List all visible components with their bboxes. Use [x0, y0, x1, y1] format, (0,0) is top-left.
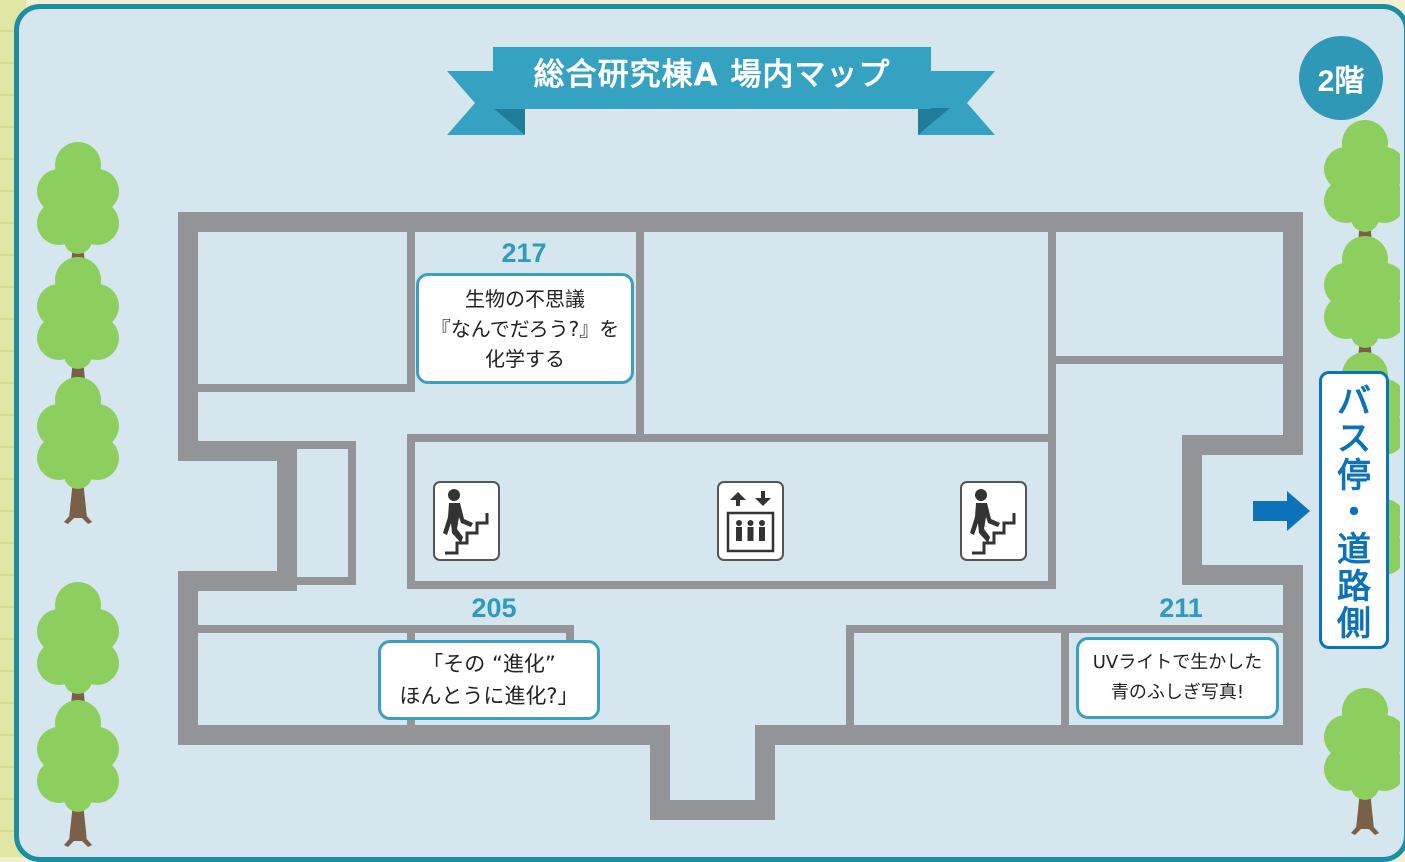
tree-left-5	[37, 700, 119, 847]
room-card-line: 生物の不思議	[465, 286, 585, 311]
map-title: 総合研究棟A 場内マップ	[533, 57, 891, 93]
room-card-211[interactable]: UVライトで生かした 青のふしぎ写真!	[1076, 637, 1279, 719]
room-number-217: 217	[501, 238, 547, 268]
side-label-char: 側	[1337, 603, 1371, 644]
side-label-char: ・	[1337, 492, 1371, 533]
floor-plan	[37, 120, 1400, 847]
room-card-line: 青のふしぎ写真!	[1110, 682, 1245, 703]
side-label-char: 道	[1337, 529, 1371, 570]
tree-left-3	[37, 377, 119, 524]
elevator-icon	[717, 481, 784, 561]
side-label-char: ス	[1337, 418, 1371, 459]
room-number-211: 211	[1159, 593, 1203, 623]
direction-arrow	[1253, 491, 1310, 531]
outer-walls	[178, 212, 1303, 820]
stairs-icon	[433, 481, 500, 561]
tree-right-5	[1324, 688, 1400, 835]
room-card-line: 『なんでだろう?』を	[430, 316, 620, 341]
title-ribbon	[447, 47, 995, 135]
room-card-line: UVライトで生かした	[1092, 652, 1263, 673]
room-card-line: 「その “進化”	[422, 652, 556, 676]
bus-stop-road-side-label: バ ス 停 ・ 道 路 側	[1319, 371, 1389, 649]
room-card-205[interactable]: 「その “進化” ほんとうに進化?」	[378, 640, 600, 720]
inner-walls	[191, 228, 1289, 731]
side-label-char: バ	[1337, 381, 1371, 422]
floor-badge: 2階	[1299, 36, 1383, 120]
side-label-char: 路	[1337, 566, 1371, 607]
room-card-line: 化学する	[485, 346, 565, 371]
stairs-icon	[960, 481, 1027, 561]
room-number-205: 205	[471, 593, 517, 623]
room-card-217[interactable]: 生物の不思議 『なんでだろう?』を 化学する	[416, 273, 634, 384]
room-card-line: ほんとうに進化?」	[399, 684, 579, 708]
map-frame: 総合研究棟A 場内マップ 2階	[14, 4, 1405, 862]
side-label-char: 停	[1337, 455, 1371, 496]
